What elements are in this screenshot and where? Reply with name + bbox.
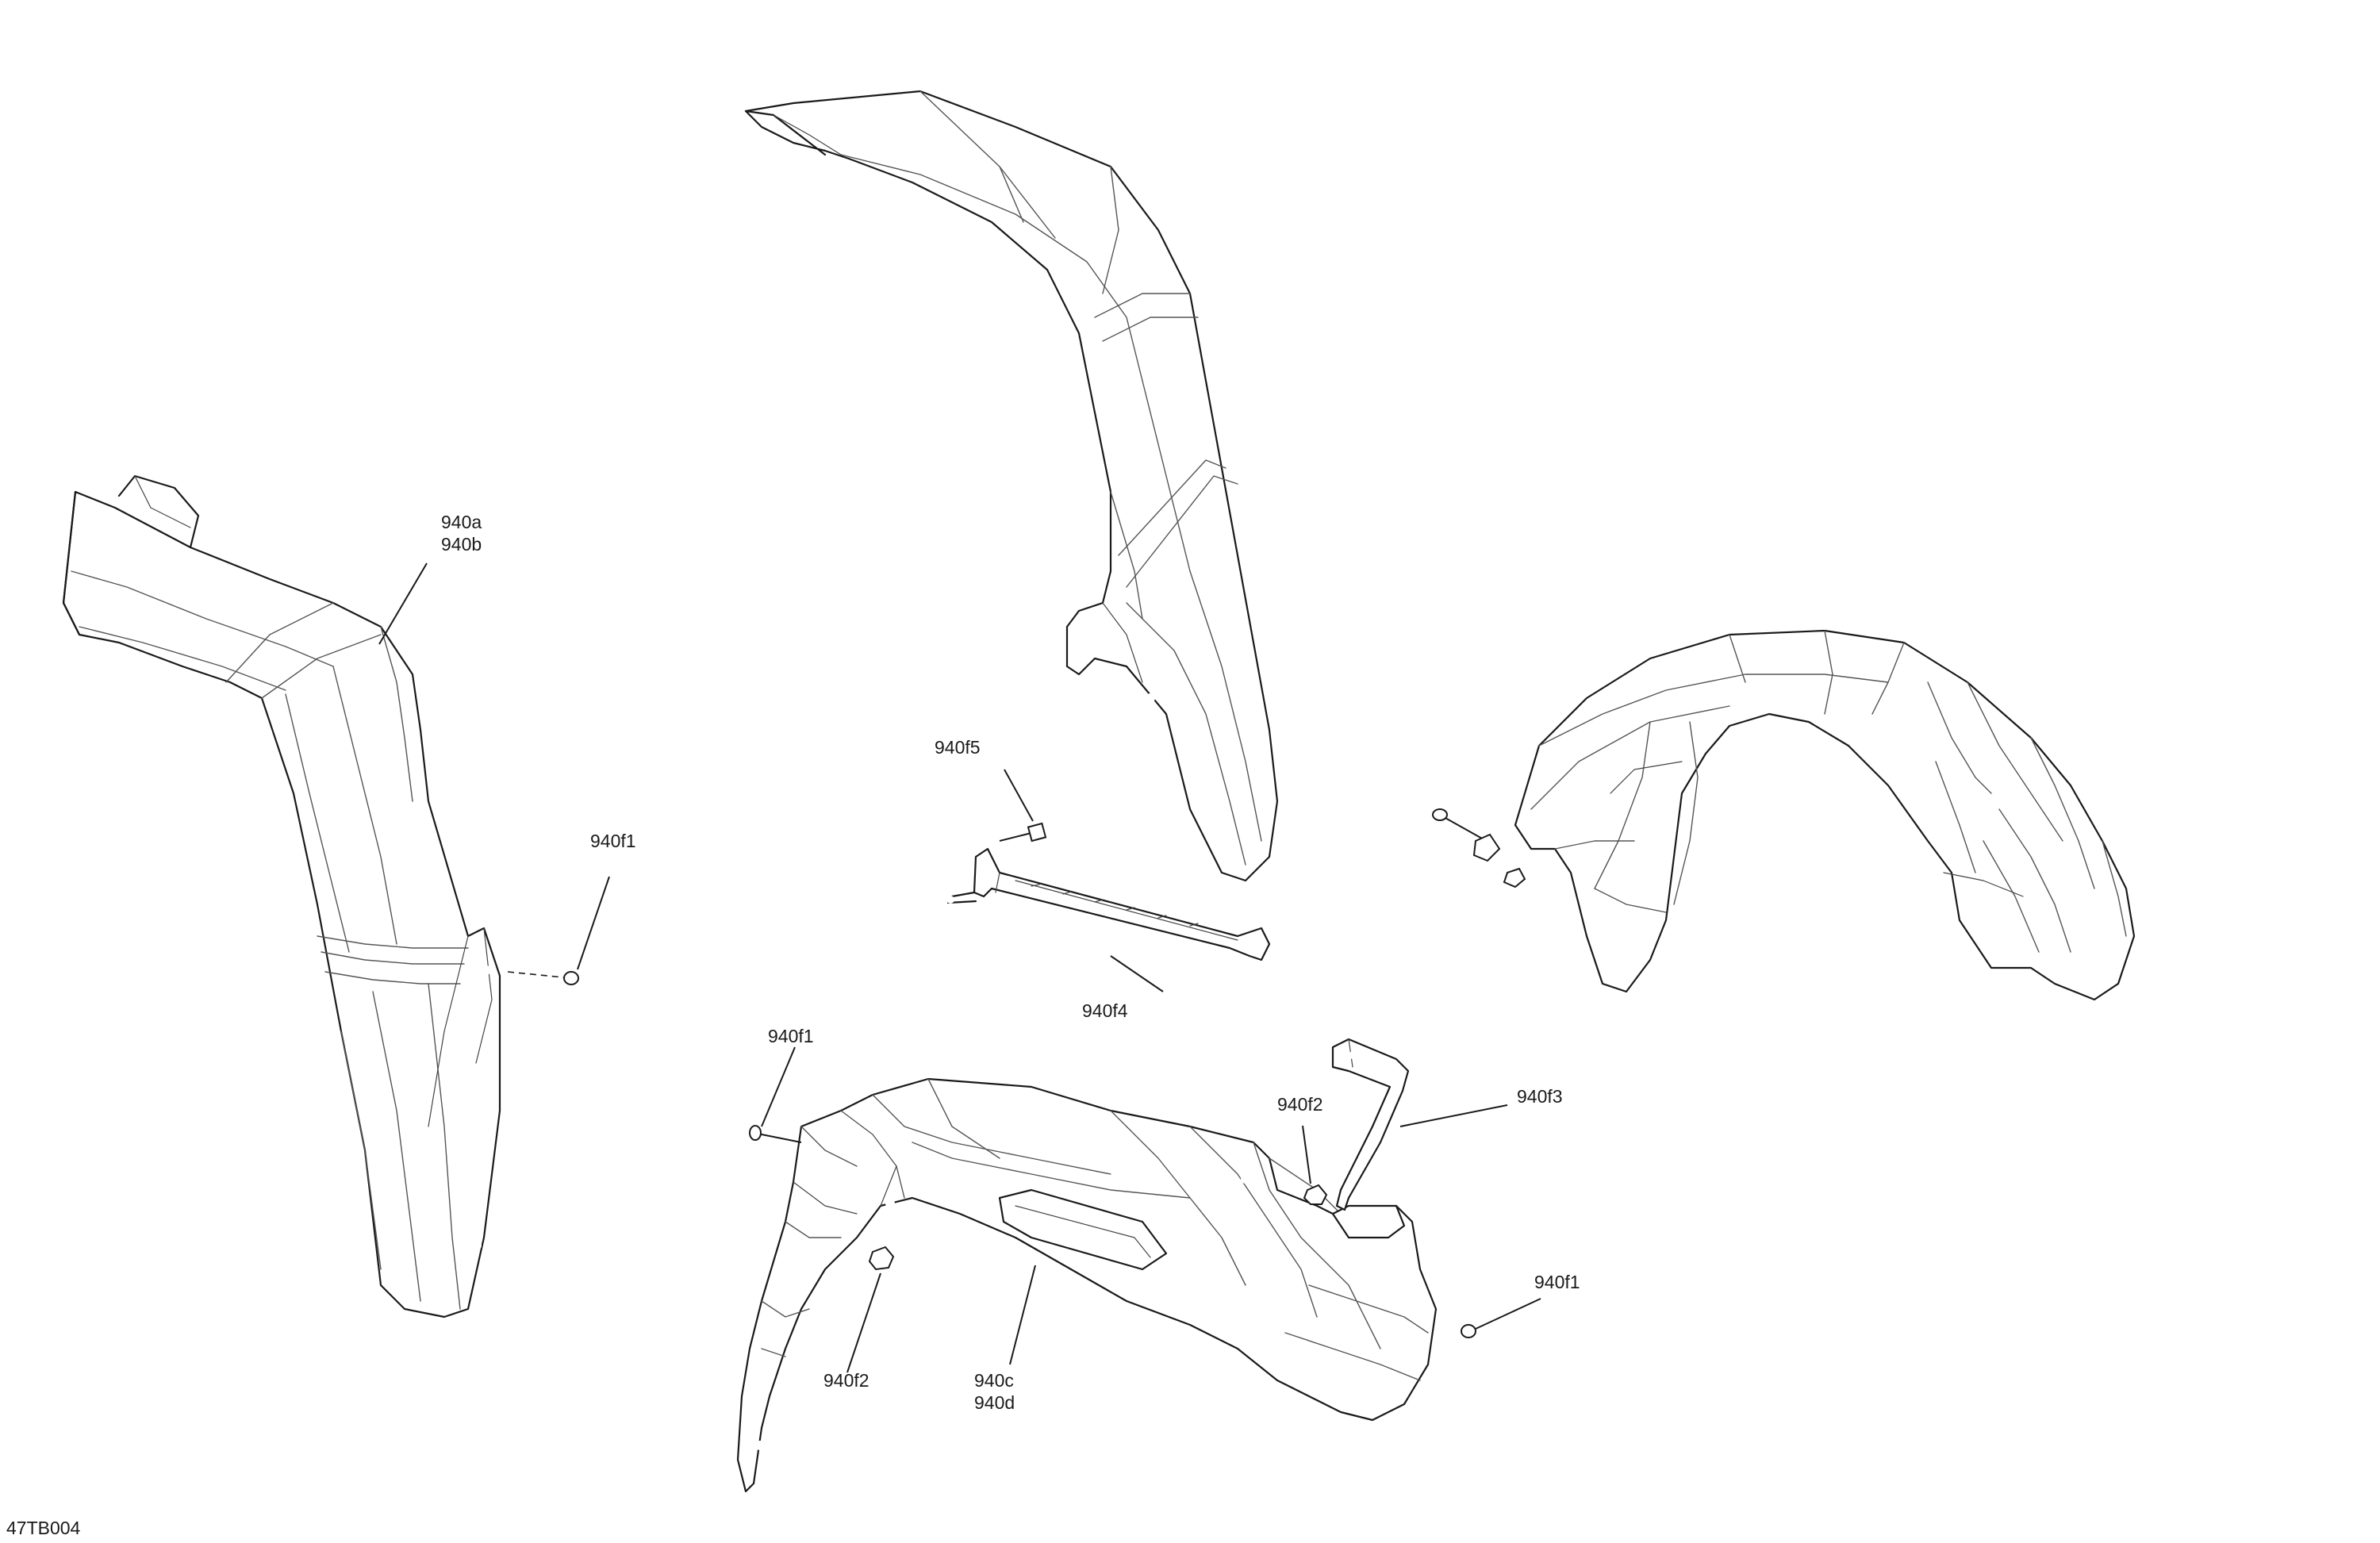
leader-lines	[378, 562, 1541, 1373]
callout-940f4: 940f4	[1082, 1000, 1128, 1021]
rear-fender-arch-right	[1514, 629, 2136, 1001]
support-bracket-940f4	[946, 847, 1271, 961]
callout-940f1-right: 940f1	[1534, 1272, 1580, 1292]
bolt-940f5	[999, 822, 1047, 843]
mounting-bracket-940f3	[1331, 1038, 1410, 1211]
figure-id: 47TB004	[6, 1518, 81, 1538]
callout-940c: 940c	[974, 1370, 1014, 1391]
rear-fender-940c-940d	[736, 1077, 1438, 1493]
screw-940f1-left-fender	[563, 971, 579, 985]
front-fender-940a-940b	[62, 474, 501, 1318]
screw-940f1-bottom-left	[749, 1125, 802, 1143]
callout-940a: 940a	[441, 512, 482, 532]
nut-940f2-upper	[1303, 1184, 1328, 1205]
callout-940b: 940b	[441, 534, 482, 555]
screw-940f1-bottom-right	[1461, 1324, 1476, 1338]
fastener-axis	[507, 971, 564, 978]
bolt-and-nut-right-arch	[1432, 808, 1526, 889]
callout-940f2-lower: 940f2	[823, 1370, 869, 1391]
callout-940f2-upper: 940f2	[1277, 1094, 1323, 1115]
callout-940d: 940d	[974, 1392, 1015, 1413]
callout-940f5: 940f5	[935, 737, 981, 758]
callout-940f1-bottom: 940f1	[768, 1026, 814, 1046]
callout-940f1-left: 940f1	[590, 831, 636, 851]
fender-panel-top-center	[744, 90, 1279, 882]
nut-940f2-lower	[868, 1246, 895, 1271]
callout-940f3: 940f3	[1517, 1086, 1563, 1107]
